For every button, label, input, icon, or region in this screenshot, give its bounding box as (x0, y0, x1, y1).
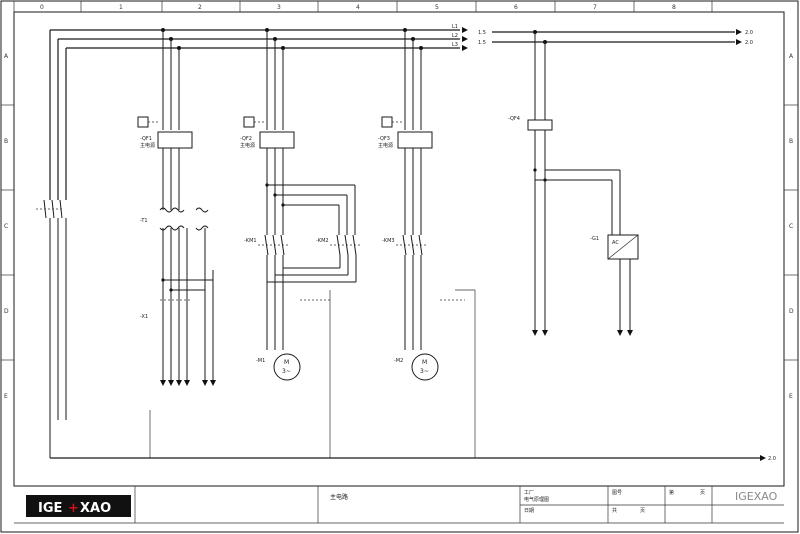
control-branch: -QF4 AC -G1 (508, 30, 639, 336)
column-label: 5 (435, 4, 439, 11)
bus-label: L1 (452, 24, 458, 30)
contactor-label: -KM3 (382, 238, 395, 244)
feeder-1-transformer: -QF1 主电源 -T1 -X1 (137, 28, 216, 386)
breaker-label: -QF2 (240, 136, 252, 142)
bus-label: L2 (452, 33, 458, 39)
title-cell: 工厂 (524, 490, 534, 496)
breaker-label: -QF3 (378, 136, 390, 142)
breaker-note: 主电源 (140, 142, 155, 149)
control-busbars: 1.5 1.5 2.0 2.0 (478, 29, 753, 46)
motor-phase: 3~ (282, 368, 291, 375)
bottom-return-line: 2.0 (49, 238, 776, 462)
column-label: 7 (593, 4, 597, 11)
bus-input-label: 1.5 (478, 40, 486, 46)
logo-text-left: IGE (38, 501, 62, 516)
row-label: C (4, 223, 8, 230)
terminal-label: -X1 (140, 314, 148, 320)
title-cell: 图号 (612, 490, 622, 496)
column-label: 0 (40, 4, 44, 11)
row-label: E (4, 393, 8, 400)
motor-symbol: M (284, 359, 289, 366)
bus-label: L3 (452, 42, 458, 48)
row-label: A (4, 53, 9, 60)
bus-output-label: 2.0 (745, 40, 753, 46)
bus-output-label: 2.0 (745, 30, 753, 36)
motor-label: -M1 (256, 358, 265, 364)
contactor-label: -KM1 (244, 238, 257, 244)
title-cell: 共 (612, 507, 617, 514)
row-label: E (789, 393, 793, 400)
feeder-2-motor: -QF2 主电源 -KM1 -KM2 M (240, 28, 360, 410)
row-label: B (789, 138, 793, 145)
column-ruler: 0 1 2 3 4 5 6 7 8 (13, 1, 713, 12)
feeder-3-motor: -QF3 主电源 -KM3 M 3~ -M2 (378, 28, 476, 410)
title-cell: 页 (640, 508, 645, 514)
contactor-label: -KM2 (316, 238, 329, 244)
motor-symbol: M (422, 359, 427, 366)
watermark: IGEXAO (735, 490, 778, 503)
column-label: 1 (119, 4, 123, 11)
bus-output-label: 2.0 (768, 456, 776, 462)
main-switch (36, 199, 67, 238)
column-label: 3 (277, 4, 281, 11)
psu-tag: -G1 (590, 236, 599, 242)
psu-label: AC (612, 240, 619, 246)
breaker-label: -QF1 (140, 136, 152, 142)
column-label: 2 (198, 4, 202, 11)
column-label: 6 (514, 4, 518, 11)
title-cell: 电气原理图 (524, 496, 549, 503)
breaker-note: 主电源 (240, 142, 255, 149)
company-logo (26, 495, 131, 517)
logo-text-right: XAO (80, 501, 111, 516)
column-label: 8 (672, 4, 676, 11)
motor-phase: 3~ (420, 368, 429, 375)
drawing-border (13, 11, 785, 487)
row-label: B (4, 138, 8, 145)
row-ruler: A B C D E A B C D E (1, 53, 798, 400)
title-block: IGE + XAO 主电路 工厂 电气原理图 日期 图号 共 页 第 页 IGE… (14, 485, 784, 524)
row-label: D (789, 308, 794, 315)
row-label: A (789, 53, 794, 60)
transformer-label: -T1 (140, 218, 148, 224)
breaker-note: 主电源 (378, 142, 393, 149)
bus-input-label: 1.5 (478, 30, 486, 36)
row-label: D (4, 308, 9, 315)
title-cell: 日期 (524, 508, 534, 514)
title-cell: 页 (700, 490, 705, 496)
breaker-label: -QF4 (508, 116, 520, 122)
motor-label: -M2 (394, 358, 403, 364)
drawing-title: 主电路 (330, 493, 348, 501)
logo-mark: + (68, 501, 79, 516)
column-label: 4 (356, 4, 360, 11)
main-busbars: L1 L2 L3 (49, 24, 468, 200)
title-cell: 第 (669, 489, 674, 496)
row-label: C (789, 223, 793, 230)
